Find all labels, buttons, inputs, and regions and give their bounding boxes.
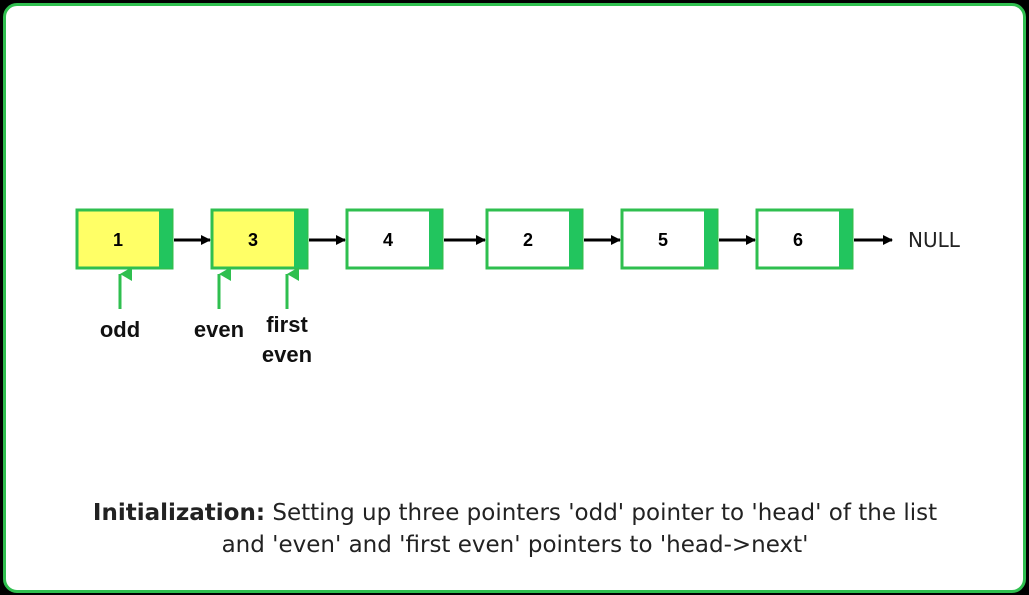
caption-line-1: Initialization: Setting up three pointer…: [60, 497, 970, 529]
list-node-5: 5: [620, 208, 719, 270]
node-value: 3: [248, 230, 258, 250]
caption-title: Initialization:: [92, 500, 266, 526]
node-value: 1: [113, 230, 123, 250]
caption-text-1: Setting up three pointers 'odd' pointer …: [265, 500, 938, 526]
node-value: 2: [523, 230, 533, 250]
list-node-2: 3: [210, 208, 309, 270]
list-node-6: 6: [755, 208, 854, 270]
odd-pointer-label: odd: [100, 317, 140, 342]
list-node-1: 1: [75, 208, 174, 270]
even-pointer-label: even: [194, 317, 244, 342]
caption: Initialization: Setting up three pointer…: [60, 497, 970, 561]
list-node-4: 2: [485, 208, 584, 270]
list-node-3: 4: [345, 208, 444, 270]
first-even-pointer-label-line2: even: [262, 342, 312, 367]
node-value: 6: [793, 230, 803, 250]
caption-line-2: and 'even' and 'first even' pointers to …: [221, 532, 809, 558]
null-label: NULL: [908, 228, 961, 252]
node-value: 4: [383, 230, 393, 250]
diagram-frame: [3, 3, 1026, 593]
node-value: 5: [658, 230, 668, 250]
first-even-pointer-label-line1: first: [266, 312, 308, 337]
